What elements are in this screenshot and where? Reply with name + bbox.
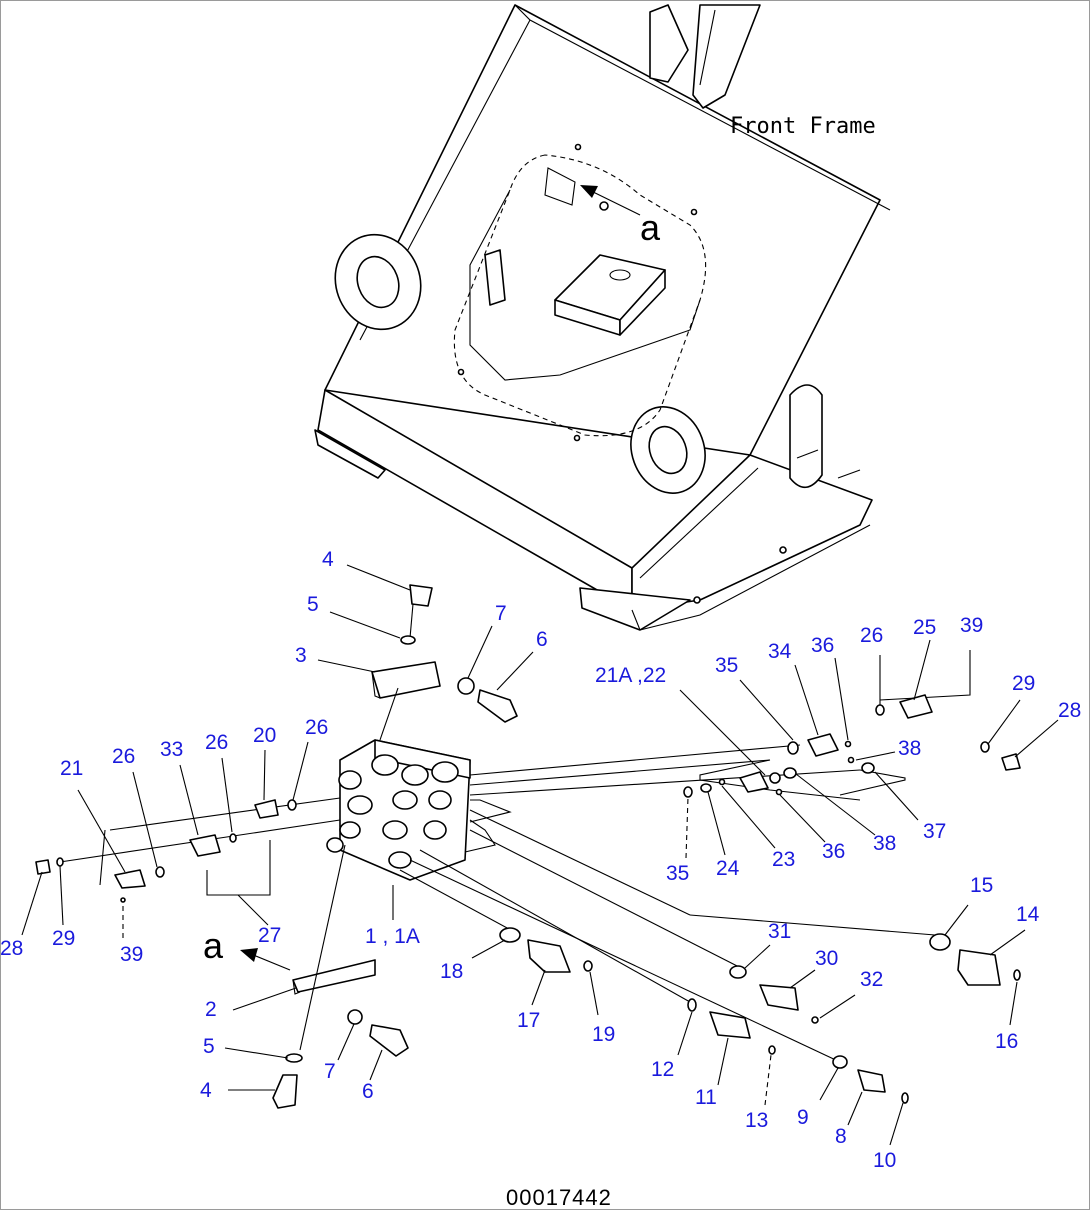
callout: 9: [797, 1106, 809, 1129]
callout: 36: [811, 634, 834, 657]
callout: 7: [324, 1060, 336, 1083]
callout: 3: [295, 644, 307, 667]
callout: 33: [160, 738, 183, 761]
callout: 37: [923, 820, 946, 843]
callout: 24: [716, 857, 740, 880]
callout: 20: [253, 724, 276, 747]
callout: 13: [745, 1109, 768, 1132]
top-bracket-assembly: [371, 584, 518, 741]
callout: 7: [495, 602, 507, 625]
left-pivot-boss: [334, 233, 422, 331]
callout: 34: [768, 640, 792, 663]
right-pivot-boss: [630, 406, 706, 494]
callout: 1 , 1A: [365, 925, 420, 948]
callout: 32: [860, 968, 883, 991]
leader-lines: [21, 564, 1059, 1146]
callout: 36: [822, 840, 845, 863]
callout: 23: [772, 848, 795, 871]
callout: 5: [307, 593, 319, 616]
callout: 21A ,22: [595, 664, 666, 687]
callout: 12: [651, 1058, 674, 1081]
callout: 2: [205, 998, 217, 1021]
frame-opening: [453, 154, 707, 437]
callout: 11: [695, 1086, 717, 1109]
callout: 30: [815, 947, 838, 970]
callout: 39: [960, 614, 983, 637]
callout-labels: 4 5 3 7 6 21A ,22 35 34 36 26 25 39 29 2…: [0, 548, 1081, 1172]
callout: 16: [995, 1030, 1018, 1053]
callout: 10: [873, 1149, 896, 1172]
document-number: 00017442: [506, 1185, 612, 1210]
callout: 28: [0, 937, 23, 960]
callout: 4: [322, 548, 334, 571]
frame-label: Front Frame: [730, 114, 876, 139]
callout: 19: [592, 1023, 615, 1046]
callout: 25: [913, 616, 936, 639]
callout: 4: [200, 1079, 212, 1102]
callout: 14: [1016, 903, 1040, 926]
callout: 8: [835, 1125, 847, 1148]
callout: 17: [517, 1009, 540, 1032]
callout: 6: [536, 628, 548, 651]
callout: 5: [203, 1035, 215, 1058]
bottom-bracket-assembly: a: [203, 844, 409, 1109]
callout: 15: [970, 874, 993, 897]
front-frame: a Front Frame: [314, 4, 891, 631]
callout: 38: [873, 832, 896, 855]
callout: 39: [120, 943, 143, 966]
fittings: [35, 694, 1021, 1104]
callout: 26: [860, 624, 883, 647]
callout: 26: [112, 745, 135, 768]
callout: 35: [666, 862, 689, 885]
callout: 21: [60, 757, 83, 780]
view-letter-bottom: a: [203, 925, 224, 966]
callout: 6: [362, 1080, 374, 1103]
valve-block: [326, 739, 471, 881]
callout: 29: [52, 927, 75, 950]
callout: 27: [258, 924, 281, 947]
callout: 28: [1058, 699, 1081, 722]
callout: 26: [305, 716, 328, 739]
callout: 18: [440, 960, 463, 983]
view-letter-top: a: [640, 207, 661, 248]
callout: 26: [205, 731, 228, 754]
callout: 35: [715, 654, 738, 677]
callout: 31: [768, 920, 791, 943]
callout: 29: [1012, 672, 1035, 695]
callout: 38: [898, 737, 921, 760]
